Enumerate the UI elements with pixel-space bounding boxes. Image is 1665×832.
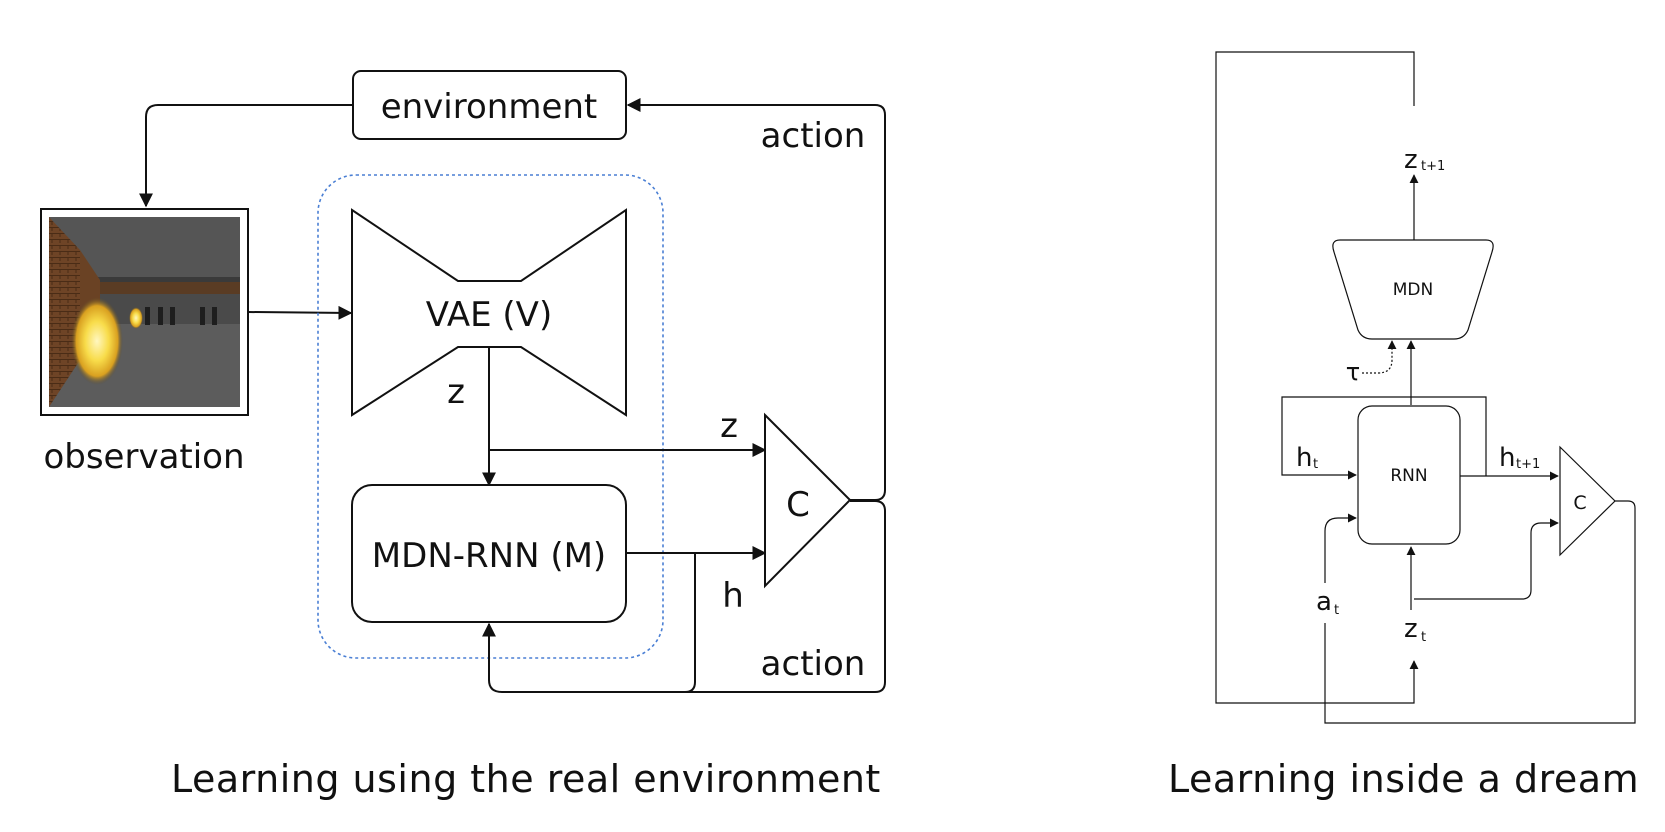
environment-label: environment <box>381 87 598 127</box>
a-t-label-group: a t <box>1316 587 1339 618</box>
world-model-group <box>317 174 664 659</box>
action-bottom-label: action <box>761 644 866 684</box>
a-t-label-bg <box>1305 583 1345 623</box>
h-t-label-group: h t <box>1296 443 1318 473</box>
controller-label: C <box>786 485 810 525</box>
z-t-subscript: t <box>1421 630 1426 645</box>
z-inner-label: z <box>447 372 465 412</box>
h-next-label: h <box>1499 443 1515 473</box>
h-feedback-line <box>684 553 696 693</box>
mdn-rnn-label: MDN-RNN (M) <box>372 536 606 576</box>
right-caption: Learning inside a dream <box>1168 757 1640 801</box>
environment-node: environment <box>352 70 627 140</box>
controller-node: C <box>764 412 852 589</box>
h-next-subscript: t+1 <box>1516 457 1540 472</box>
a-t-subscript: t <box>1334 603 1339 618</box>
dream-controller-label: C <box>1573 492 1586 514</box>
z-t-label: z <box>1404 614 1418 644</box>
action-top-label: action <box>761 116 866 156</box>
observation-label: observation <box>43 437 244 477</box>
dream-controller-node: C <box>1559 445 1616 557</box>
mdn-node: MDN <box>1332 239 1494 340</box>
action-to-mdnrnn-arrow <box>482 500 886 693</box>
tau-to-mdn-arrow <box>1362 340 1397 374</box>
h-t-subscript: t <box>1313 457 1318 472</box>
dream-loop-line <box>1215 51 1419 704</box>
z-next-label-group: z t+1 <box>1404 145 1445 175</box>
rnn-node: RNN <box>1357 405 1461 545</box>
z-next-subscript: t+1 <box>1421 159 1445 174</box>
vae-label: VAE (V) <box>426 295 552 335</box>
a-t-label: a <box>1316 587 1332 617</box>
mdn-rnn-node: MDN-RNN (M) <box>351 484 627 623</box>
z-next-label: z <box>1404 145 1418 175</box>
vae-node: VAE (V) <box>351 208 627 417</box>
mdn-label: MDN <box>1393 280 1433 300</box>
h-label: h <box>722 576 744 616</box>
rnn-label: RNN <box>1390 466 1427 486</box>
zt-to-controller-arrow <box>1414 518 1559 600</box>
h-t-label: h <box>1296 443 1312 473</box>
h-next-label-group: h t+1 <box>1499 443 1540 473</box>
tau-label: τ <box>1346 358 1360 386</box>
observation-to-vae-arrow <box>247 305 353 320</box>
z-t-label-group: z t <box>1404 614 1426 645</box>
z-to-c-label: z <box>720 406 738 446</box>
action-loop-line <box>1324 500 1636 724</box>
action-to-environment-arrow <box>626 98 886 501</box>
left-caption: Learning using the real environment <box>171 757 881 801</box>
env-to-observation-arrow <box>139 104 353 208</box>
observation-image <box>40 208 249 416</box>
hidden-state-loop <box>1281 396 1487 480</box>
